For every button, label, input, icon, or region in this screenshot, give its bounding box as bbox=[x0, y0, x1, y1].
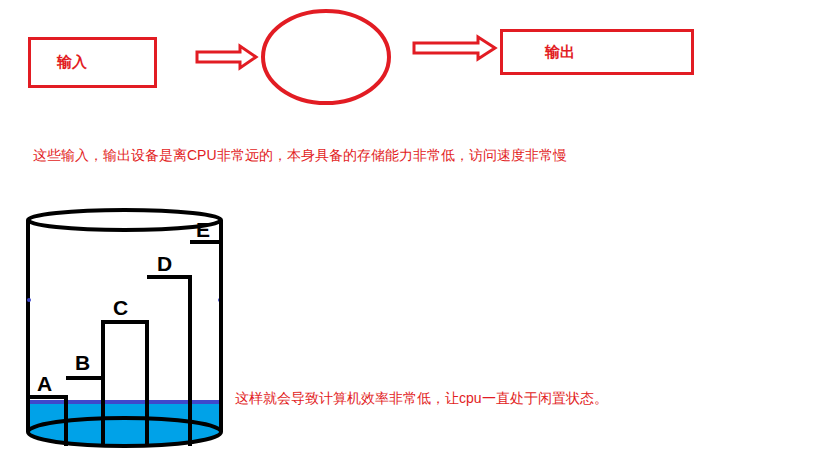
barrel-top bbox=[28, 210, 221, 230]
water-line bbox=[28, 400, 221, 404]
stave bbox=[28, 397, 66, 446]
box-label: 输出 bbox=[545, 43, 575, 62]
stave bbox=[147, 277, 190, 446]
process-ellipse bbox=[263, 11, 389, 103]
stave-letter: D bbox=[157, 252, 172, 276]
stave bbox=[66, 378, 103, 446]
hollow-arrow bbox=[197, 46, 256, 68]
box-label: 输入 bbox=[57, 53, 87, 72]
stave bbox=[103, 322, 147, 446]
dot bbox=[27, 298, 31, 302]
barrel-bottom bbox=[28, 418, 221, 446]
stave-letter: E bbox=[196, 218, 210, 242]
barrel-side bbox=[26, 220, 30, 432]
stave-letter: A bbox=[37, 372, 52, 396]
hollow-arrow bbox=[414, 37, 495, 59]
io-box: 输出 bbox=[500, 29, 694, 75]
stave-letter: B bbox=[75, 351, 90, 375]
note-text: 这些输入，输出设备是离CPU非常远的，本身具备的存储能力非常低，访问速度非常慢 bbox=[33, 147, 567, 165]
note-text: 这样就会导致计算机效率非常低，让cpu一直处于闲置状态。 bbox=[235, 390, 608, 408]
io-box: 输入 bbox=[28, 37, 157, 88]
stave bbox=[190, 242, 221, 400]
stave-letter: C bbox=[113, 296, 128, 320]
